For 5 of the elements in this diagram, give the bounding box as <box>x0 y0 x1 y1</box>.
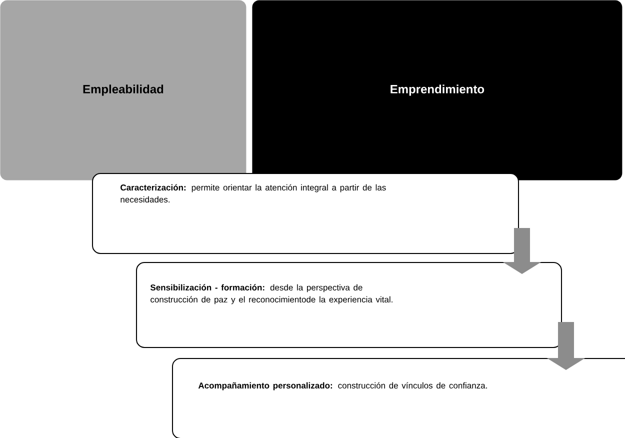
step-box: Acompañamiento personalizado: construcción de vínculos de confianza. <box>172 358 625 438</box>
category-box: Empleabilidad <box>0 0 246 180</box>
category-box: Emprendimiento <box>252 0 622 180</box>
step-box: Sensibilización - formación: desde la perspectiva de construcción de paz y el reconocimientode la experiencia vital. <box>136 262 562 348</box>
step-box: Caracterización: permite orientar la atención integral a partir de las necesidades. <box>92 173 519 254</box>
